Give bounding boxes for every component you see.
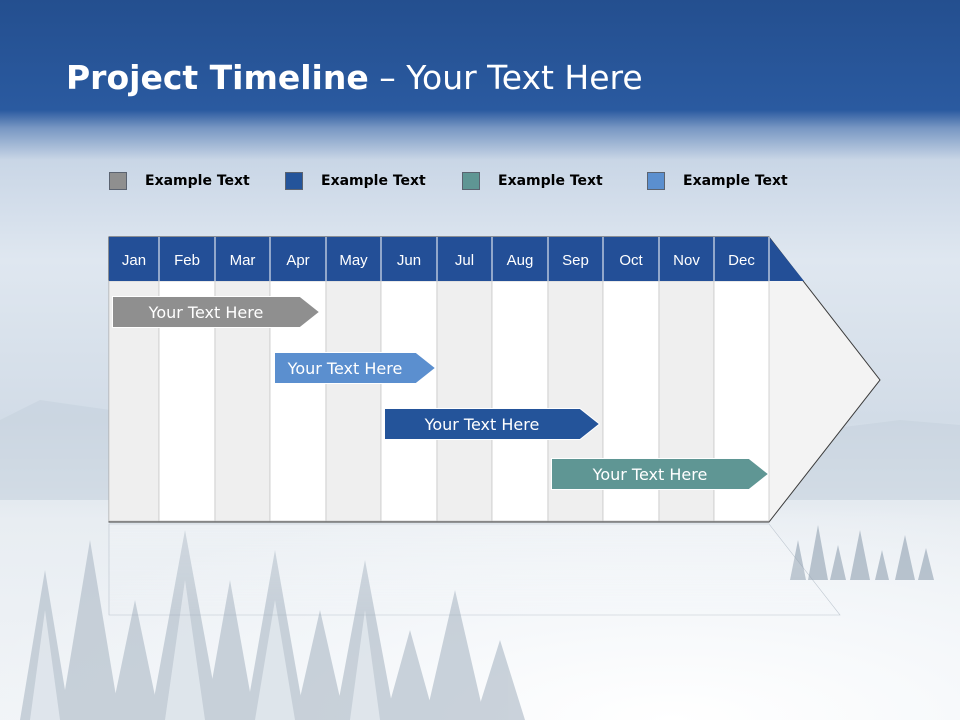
month-label-oct: Oct bbox=[619, 252, 643, 269]
month-label-mar: Mar bbox=[230, 252, 256, 269]
task-arrow-shape bbox=[551, 458, 769, 490]
task-bar-2: Your Text Here bbox=[274, 352, 436, 384]
legend-item-4: Example Text bbox=[647, 170, 788, 192]
month-label-apr: Apr bbox=[286, 252, 309, 269]
legend-swatch bbox=[647, 172, 665, 190]
month-label-feb: Feb bbox=[174, 252, 200, 269]
legend-item-3: Example Text bbox=[462, 170, 603, 192]
month-label-may: May bbox=[339, 252, 368, 269]
task-label: Your Text Here bbox=[592, 464, 708, 484]
forest-decoration bbox=[20, 530, 525, 720]
task-arrow-shape bbox=[112, 296, 320, 328]
timeline-reflection bbox=[108, 523, 841, 616]
month-label-sep: Sep bbox=[562, 252, 589, 269]
month-column-aug bbox=[491, 280, 549, 522]
task-label: Your Text Here bbox=[424, 414, 540, 434]
title-bold: Project Timeline bbox=[66, 58, 369, 97]
month-label-jul: Jul bbox=[455, 252, 474, 269]
legend-swatch bbox=[462, 172, 480, 190]
month-label-jun: Jun bbox=[397, 252, 421, 269]
task-bar-3: Your Text Here bbox=[384, 408, 600, 440]
task-arrow-shape bbox=[384, 408, 600, 440]
legend-label: Example Text bbox=[498, 173, 603, 189]
month-column-may bbox=[325, 280, 382, 522]
task-bar-4: Your Text Here bbox=[551, 458, 769, 490]
title-rest: – Your Text Here bbox=[368, 58, 643, 97]
month-header-band bbox=[109, 237, 804, 281]
legend-swatch bbox=[285, 172, 303, 190]
month-column-jun bbox=[380, 280, 438, 522]
page-title: Project Timeline – Your Text Here bbox=[66, 58, 643, 97]
month-label-dec: Dec bbox=[728, 252, 755, 269]
task-bar-1: Your Text Here bbox=[112, 296, 320, 328]
month-label-nov: Nov bbox=[673, 252, 700, 269]
legend-label: Example Text bbox=[683, 173, 788, 189]
month-label-jan: Jan bbox=[122, 252, 146, 269]
month-label-aug: Aug bbox=[507, 252, 534, 269]
legend-label: Example Text bbox=[321, 173, 426, 189]
legend-item-1: Example Text bbox=[109, 170, 250, 192]
task-label: Your Text Here bbox=[148, 302, 264, 322]
task-arrow-shape bbox=[274, 352, 436, 384]
legend-label: Example Text bbox=[145, 173, 250, 189]
legend-swatch bbox=[109, 172, 127, 190]
legend-item-2: Example Text bbox=[285, 170, 426, 192]
month-column-jul bbox=[436, 280, 493, 522]
task-label: Your Text Here bbox=[287, 358, 403, 378]
